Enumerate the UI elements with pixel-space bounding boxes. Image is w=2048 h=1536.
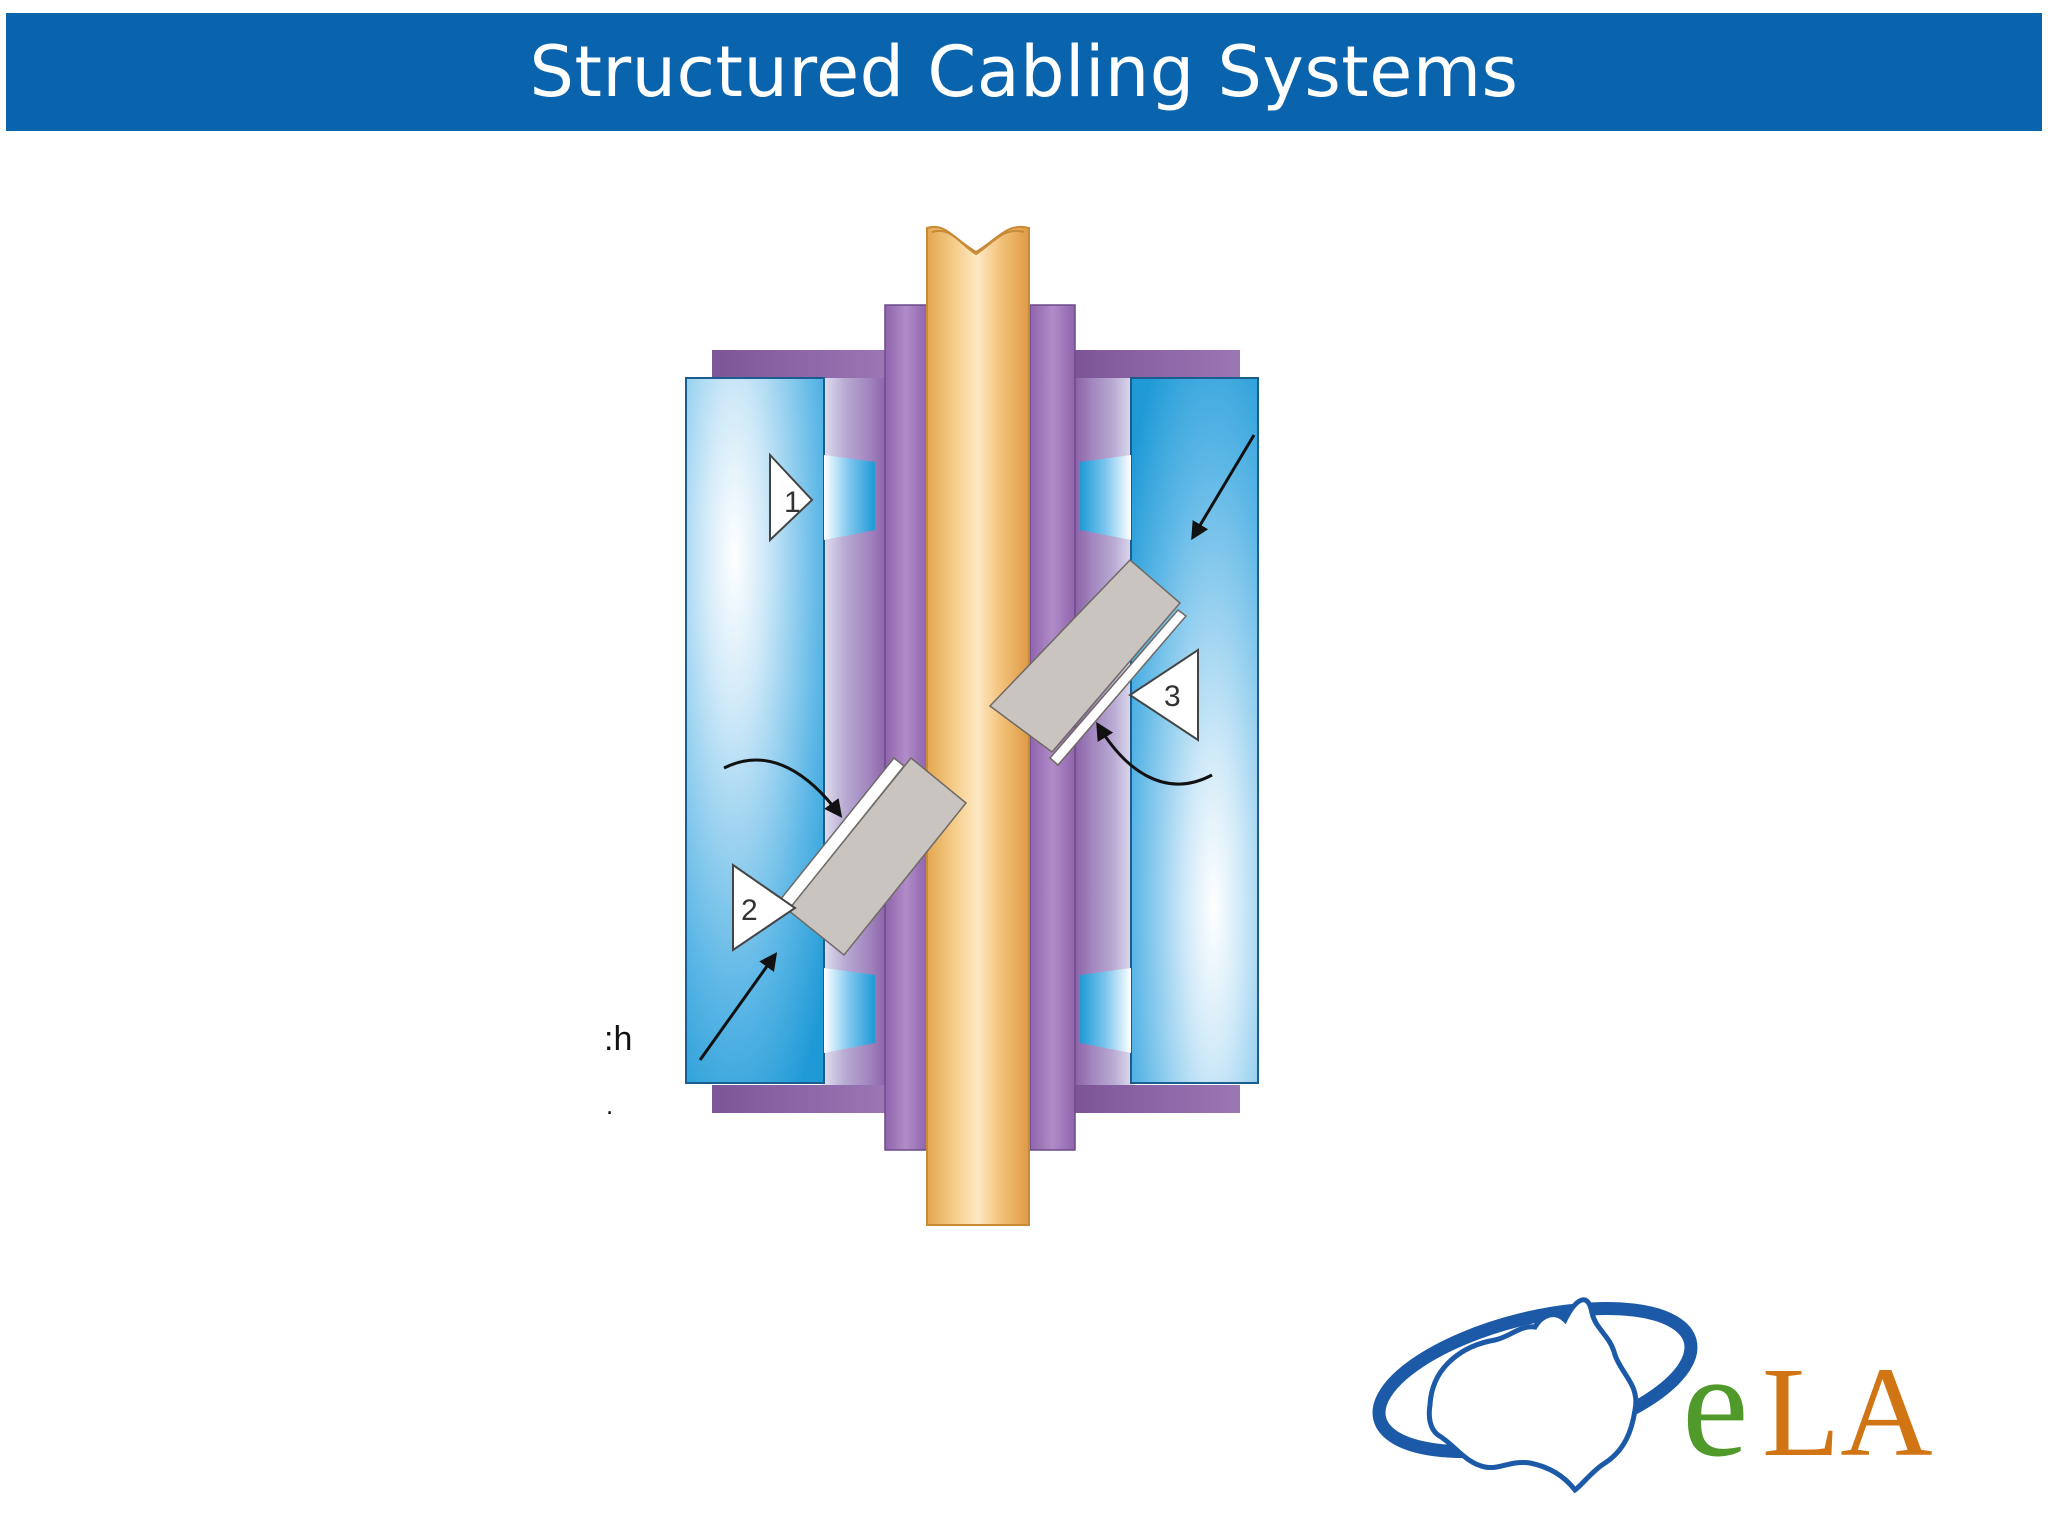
- callout-1: 1: [769, 452, 814, 543]
- sleeve-left: [884, 304, 928, 1151]
- arrow-curved-right: [1096, 721, 1213, 786]
- wedge-bottom-left: [824, 968, 875, 1053]
- wall-band-bottom-right: [1075, 1085, 1240, 1113]
- callout-3-label: 3: [1164, 680, 1181, 713]
- slide-title: Structured Cabling Systems: [529, 31, 1519, 113]
- pipe-top-notch: [931, 229, 1025, 256]
- wall-band-top-left: [712, 350, 887, 378]
- wedge-top-right: [1080, 455, 1131, 540]
- callout-1-label: 1: [784, 486, 801, 519]
- stray-dot-fragment: .: [606, 1090, 614, 1120]
- ela-logo: e LA: [1372, 1297, 1933, 1494]
- grey-block-upper: [988, 558, 1188, 767]
- blue-board-left: [685, 377, 825, 1084]
- arrow-top-right: [1191, 434, 1256, 541]
- wedge-top-left: [824, 455, 875, 540]
- wedge-bottom-right: [1080, 968, 1131, 1053]
- logo-e-letter: e: [1682, 1322, 1749, 1488]
- australia-outline-icon: [1426, 1297, 1639, 1494]
- callout-2: 2: [732, 863, 797, 952]
- callout-3: 3: [1128, 648, 1199, 742]
- stray-text-fragment: :h: [604, 1020, 633, 1058]
- logo-la-letters: LA: [1762, 1341, 1933, 1483]
- title-bar: Structured Cabling Systems: [6, 13, 2042, 131]
- wall-band-group: [712, 350, 1240, 1113]
- arrow-bottom-left: [698, 952, 778, 1061]
- callout-2-label: 2: [741, 894, 758, 927]
- arrow-curved-left: [723, 758, 843, 818]
- wall-band-bottom-left: [712, 1085, 887, 1113]
- wall-band-top-right: [1075, 350, 1240, 378]
- pipe: [926, 225, 1030, 1226]
- grey-block-lower: [778, 756, 968, 957]
